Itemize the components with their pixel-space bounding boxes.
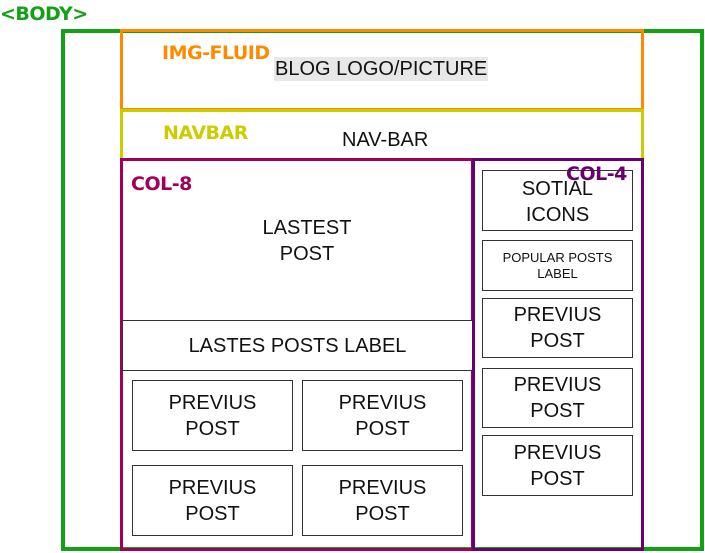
previous-post-card: PREVIUS POST <box>302 380 463 451</box>
latest-post-line1: LASTEST <box>262 217 352 239</box>
latest-post-text: LASTEST POST <box>237 215 377 267</box>
post-line1: PREVIUS <box>338 391 427 414</box>
sidebar-previous-post-card: PREVIUS POST <box>482 298 633 358</box>
post-line1: PREVIUS <box>513 441 602 464</box>
social-icons-box: SOTIAL ICONS <box>482 170 633 231</box>
previous-post-card: PREVIUS POST <box>132 465 293 536</box>
post-line2: POST <box>355 417 410 440</box>
post-line1: PREVIUS <box>513 374 602 396</box>
post-line2: POST <box>530 467 585 490</box>
navbar-tag-label: NAVBAR <box>163 122 248 144</box>
latest-post-line2: POST <box>279 243 335 265</box>
post-line2: POST <box>185 502 240 525</box>
navbar-text: NAV-BAR <box>342 129 429 151</box>
blog-logo-placeholder: BLOG LOGO/PICTURE <box>274 57 489 81</box>
post-line1: PREVIUS <box>513 304 602 326</box>
previous-post-card: PREVIUS POST <box>302 465 463 536</box>
col-4-tag-label: COL-4 <box>566 163 627 185</box>
col-8-tag-label: COL-8 <box>131 173 192 195</box>
social-line1: SOTIAL <box>521 178 594 200</box>
img-fluid-tag-label: IMG-FLUID <box>162 42 270 64</box>
post-line2: POST <box>530 400 585 422</box>
post-line2: POST <box>355 502 410 525</box>
post-line1: PREVIUS <box>168 391 257 414</box>
social-line2: ICONS <box>525 204 590 226</box>
previous-post-card: PREVIUS POST <box>132 380 293 451</box>
post-line1: PREVIUS <box>168 476 257 499</box>
post-line2: POST <box>185 417 240 440</box>
popular-line1: POPULAR POSTS <box>502 249 613 265</box>
popular-line2: LABEL <box>537 265 578 281</box>
latest-posts-label-box: LASTES POSTS LABEL <box>122 320 473 371</box>
sidebar-previous-post-card: PREVIUS POST <box>482 368 633 428</box>
sidebar-previous-post-card: PREVIUS POST <box>482 435 633 496</box>
col-4-frame <box>472 158 644 551</box>
post-line1: PREVIUS <box>338 476 427 499</box>
post-line2: POST <box>530 330 585 352</box>
body-tag-label: <BODY> <box>0 3 88 25</box>
latest-posts-label: LASTES POSTS LABEL <box>188 334 407 357</box>
